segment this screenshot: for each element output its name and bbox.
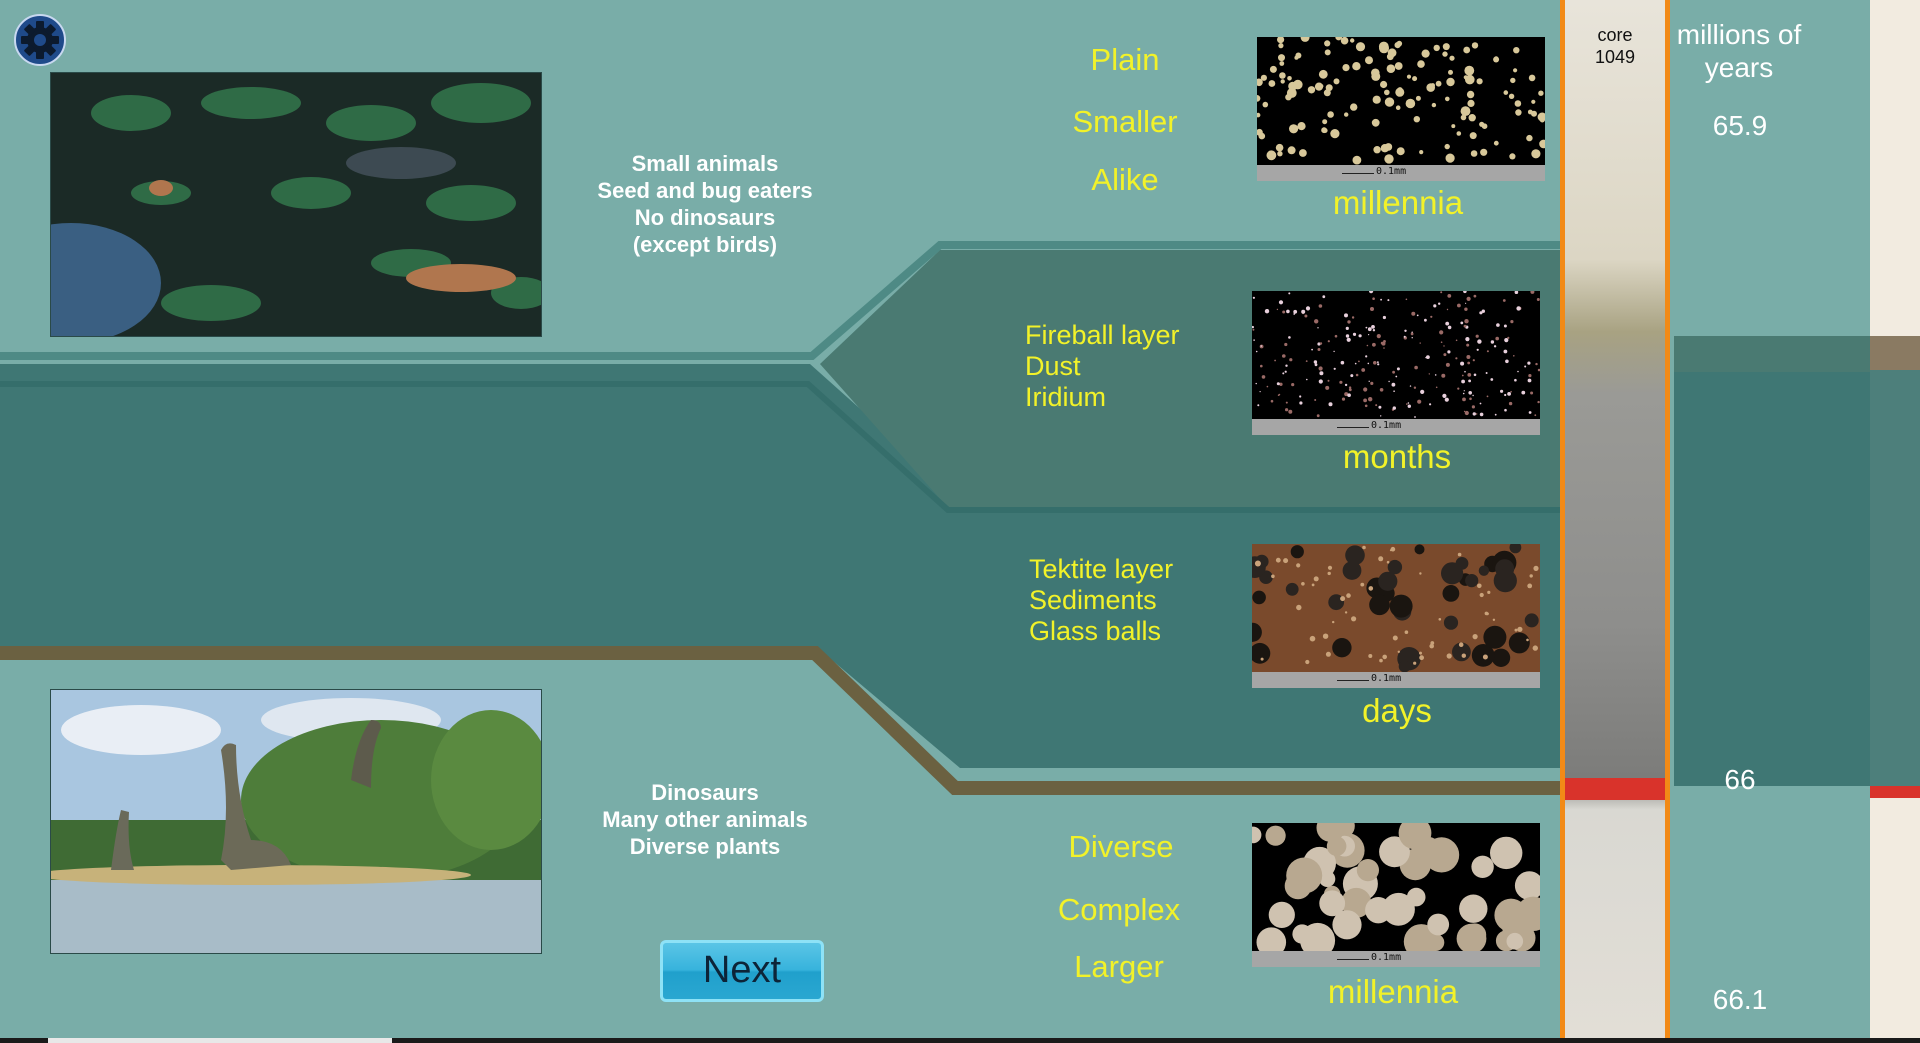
core-label: core 1049 (1565, 24, 1665, 68)
trait-alike: Alike (1091, 162, 1159, 197)
scale-label: 0.1mm (1376, 166, 1407, 177)
core-id: 1049 (1594, 47, 1636, 67)
description-line: (except birds) (632, 232, 778, 257)
tektite-micrograph-image: 0.1mm (1252, 544, 1540, 688)
pre-impact-dinosaur-scene-image (50, 689, 542, 954)
age-axis-header-line: millions of (1676, 19, 1802, 50)
scale-label: 0.1mm (1371, 673, 1402, 684)
foram-micrograph-image: 0.1mm (1257, 37, 1545, 181)
age-axis-header-line: years (1704, 52, 1774, 83)
age-axis-header: millions of years (1649, 18, 1829, 84)
description-line: Many other animals (602, 807, 808, 832)
post-impact-description: Small animals Seed and bug eaters No din… (545, 150, 865, 258)
description-line: Dinosaurs (651, 780, 759, 805)
trait-plain: Plain (1090, 42, 1160, 77)
age-tick-66-1: 66.1 (1712, 984, 1768, 1015)
tektite-label: Glass balls (1029, 616, 1162, 646)
timescale-fireball: months (1342, 438, 1452, 475)
core-sample-column[interactable]: core 1049 (1560, 0, 1670, 1038)
age-tick-65-9: 65.9 (1712, 110, 1768, 141)
trait-complex: Complex (1057, 892, 1181, 927)
fireball-label: Dust (1025, 351, 1081, 381)
timescale-top: millennia (1332, 184, 1464, 221)
fireball-label: Iridium (1025, 382, 1107, 412)
impact-band (0, 364, 1562, 768)
tektite-labels: Tektite layer Sediments Glass balls (1029, 554, 1173, 647)
boundary-marker (1565, 778, 1665, 800)
trait-larger: Larger (1074, 949, 1164, 984)
fireball-label: Fireball layer (1025, 320, 1180, 350)
post-impact-scene-image (50, 72, 542, 337)
scale-label: 0.1mm (1371, 952, 1402, 963)
scale-label: 0.1mm (1371, 420, 1402, 431)
trait-diverse: Diverse (1068, 829, 1174, 864)
description-line: Small animals (631, 151, 779, 176)
timescale-tektite: days (1362, 692, 1432, 729)
settings-gear-icon[interactable] (14, 14, 66, 66)
description-line: Seed and bug eaters (597, 178, 813, 203)
description-line: Diverse plants (629, 834, 781, 859)
fireball-labels: Fireball layer Dust Iridium (1025, 320, 1180, 413)
diverse-foram-micrograph-image: 0.1mm (1252, 823, 1540, 967)
tektite-label: Tektite layer (1029, 554, 1174, 584)
boundary-line (0, 646, 1562, 795)
fireball-micrograph-image: 0.1mm (1252, 291, 1540, 435)
pre-impact-description: Dinosaurs Many other animals Diverse pla… (545, 779, 865, 860)
age-tick-66: 66 (1724, 764, 1756, 795)
core-label-line: core (1597, 25, 1633, 45)
timescale-bottom: millennia (1327, 973, 1459, 1010)
description-line: No dinosaurs (634, 205, 776, 230)
trait-smaller: Smaller (1072, 104, 1178, 139)
tektite-label: Sediments (1029, 585, 1157, 615)
next-button[interactable]: Next (660, 940, 824, 1002)
